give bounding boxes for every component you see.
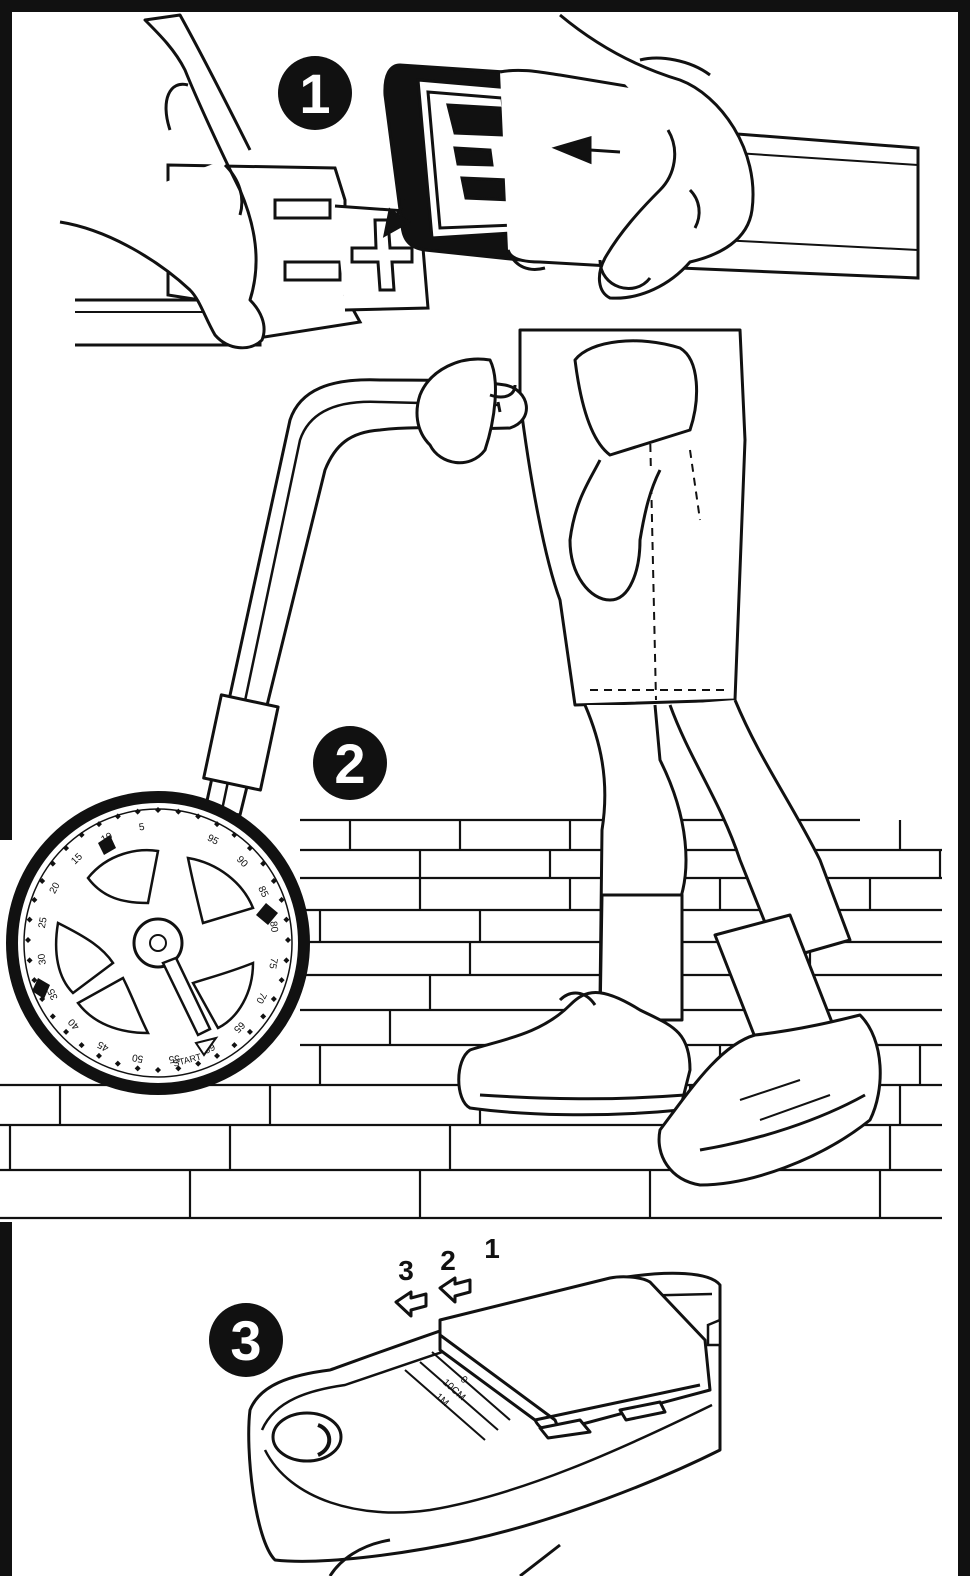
dial-number: 30 xyxy=(36,953,49,966)
left-hand xyxy=(60,15,264,348)
step-2-number: 2 xyxy=(334,732,365,795)
step-3-number: 3 xyxy=(230,1309,261,1372)
position-label-1: 1 xyxy=(484,1233,500,1264)
side-knob xyxy=(708,1320,720,1345)
walker-figure xyxy=(459,330,880,1185)
measuring-wheel: 5101520253035404550556065707580859095 ST… xyxy=(12,797,304,1089)
arrow-to-3-icon xyxy=(396,1292,426,1316)
step-2-badge: 2 xyxy=(313,726,387,800)
step-1-number: 1 xyxy=(299,62,330,125)
slider-positions: 1 2 3 xyxy=(398,1233,500,1286)
arrow-to-2-icon xyxy=(440,1278,470,1302)
step-1-badge: 1 xyxy=(278,56,352,130)
panel-3-counter: 0 10CM 1M 1 2 3 3 xyxy=(209,1233,720,1576)
panel-2-measuring: 5101520253035404550556065707580859095 ST… xyxy=(0,330,942,1218)
reset-button xyxy=(273,1413,341,1461)
position-label-2: 2 xyxy=(440,1245,456,1276)
step-3-badge: 3 xyxy=(209,1303,283,1377)
position-label-3: 3 xyxy=(398,1255,414,1286)
panel-1-assembly: 1 xyxy=(60,15,918,348)
